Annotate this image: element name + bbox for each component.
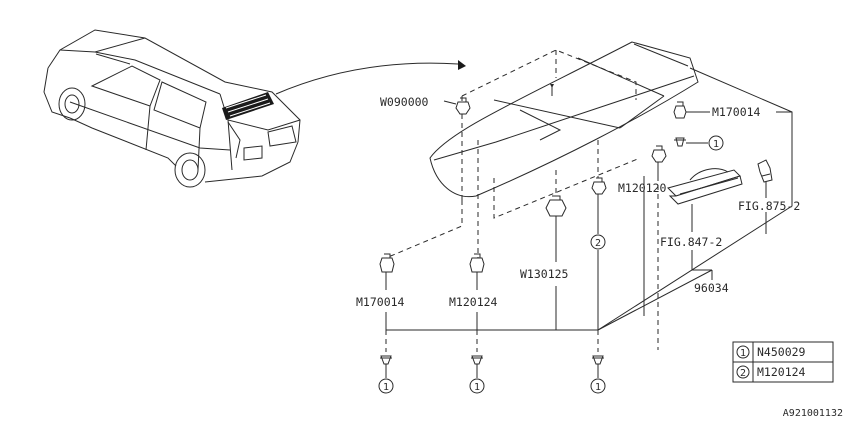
- callout-2-center: 2: [590, 234, 606, 250]
- callout-1-bottom-mid: 1: [469, 378, 485, 394]
- lamp-connector: [757, 159, 773, 183]
- bottom-clip-3: [592, 355, 604, 365]
- legend-table: 1 N450029 2 M120124: [732, 341, 834, 383]
- svg-text:2: 2: [740, 368, 746, 379]
- car-illustration: [43, 29, 301, 188]
- svg-text:1: 1: [713, 139, 719, 150]
- grommet-w090000: [455, 97, 471, 115]
- high-mount-stop-lamp: [667, 168, 743, 205]
- pointer-arrow-tip: [458, 60, 466, 70]
- clip-m120124-center: [591, 177, 607, 195]
- callout-1-bottom-right: 1: [590, 378, 606, 394]
- svg-text:M120124: M120124: [757, 365, 806, 379]
- svg-text:N450029: N450029: [757, 345, 806, 359]
- bottom-clip-1: [380, 355, 392, 365]
- pointer-arrow: [275, 62, 459, 95]
- legend-row-1: 1 N450029: [736, 345, 806, 359]
- label-w090000: W090000: [380, 95, 429, 109]
- label-m170014-bottom: M170014: [356, 295, 405, 309]
- label-m170014-top: M170014: [712, 105, 761, 119]
- legend-row-2: 2 M120124: [736, 365, 806, 379]
- bottom-clip-2: [471, 355, 483, 365]
- clip-m170014-bottom: [379, 253, 395, 273]
- svg-text:1: 1: [595, 382, 601, 393]
- label-96034: 96034: [694, 281, 729, 295]
- clip-n450029-top: [674, 137, 686, 147]
- svg-text:1: 1: [474, 382, 480, 393]
- grommet-w130125: [545, 195, 567, 217]
- callout-1-bottom-left: 1: [378, 378, 394, 394]
- clip-m120124-bottom: [469, 253, 485, 273]
- spoiler-highlight: [222, 92, 274, 120]
- rear-spoiler: [429, 41, 699, 198]
- svg-text:1: 1: [740, 348, 746, 359]
- figure-code: A921001132: [783, 408, 843, 419]
- label-fig875-2: FIG.875-2: [738, 199, 800, 213]
- label-fig847-2: FIG.847-2: [660, 235, 722, 249]
- clip-m120120: [651, 145, 667, 163]
- svg-text:2: 2: [595, 238, 601, 249]
- callout-1-top: 1: [708, 135, 724, 151]
- label-w130125: W130125: [520, 267, 568, 281]
- label-m120120: M120120: [618, 181, 667, 195]
- clip-m170014-top: [673, 101, 687, 119]
- svg-text:1: 1: [383, 382, 389, 393]
- label-m120124: M120124: [449, 295, 498, 309]
